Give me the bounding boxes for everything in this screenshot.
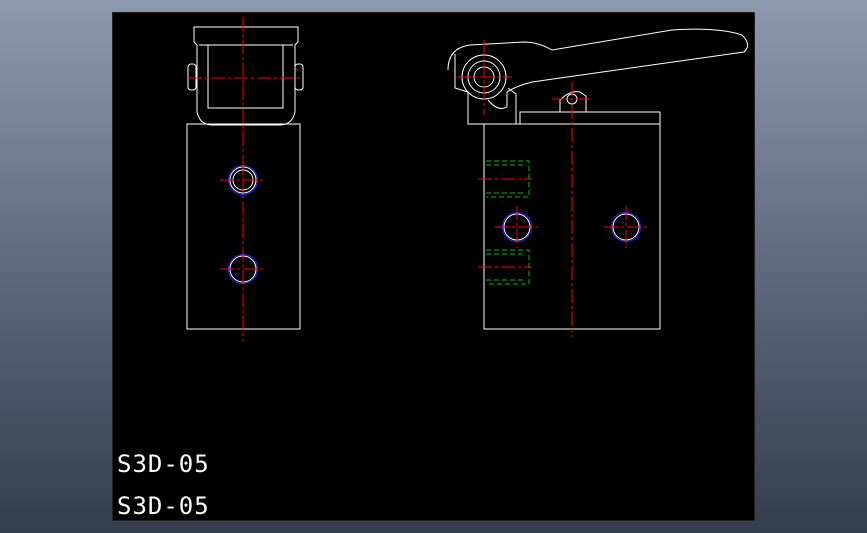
left-bracket-inner — [207, 45, 284, 109]
drawing-label-duplicate: S3D-05 — [117, 492, 210, 520]
right-plunger — [559, 91, 587, 112]
cad-viewport[interactable]: S3D-05 S3D-05 — [112, 12, 755, 521]
cad-drawing-canvas — [186, 17, 748, 342]
drawing-label: S3D-05 — [117, 450, 210, 478]
right-cap — [519, 111, 661, 125]
right-centerlines — [457, 40, 648, 337]
left-ear-left — [187, 63, 197, 91]
right-hinge-block — [454, 54, 517, 125]
left-ear-right — [294, 63, 304, 91]
right-lever — [447, 28, 748, 109]
left-centerlines — [188, 17, 300, 342]
left-bracket — [193, 26, 299, 126]
